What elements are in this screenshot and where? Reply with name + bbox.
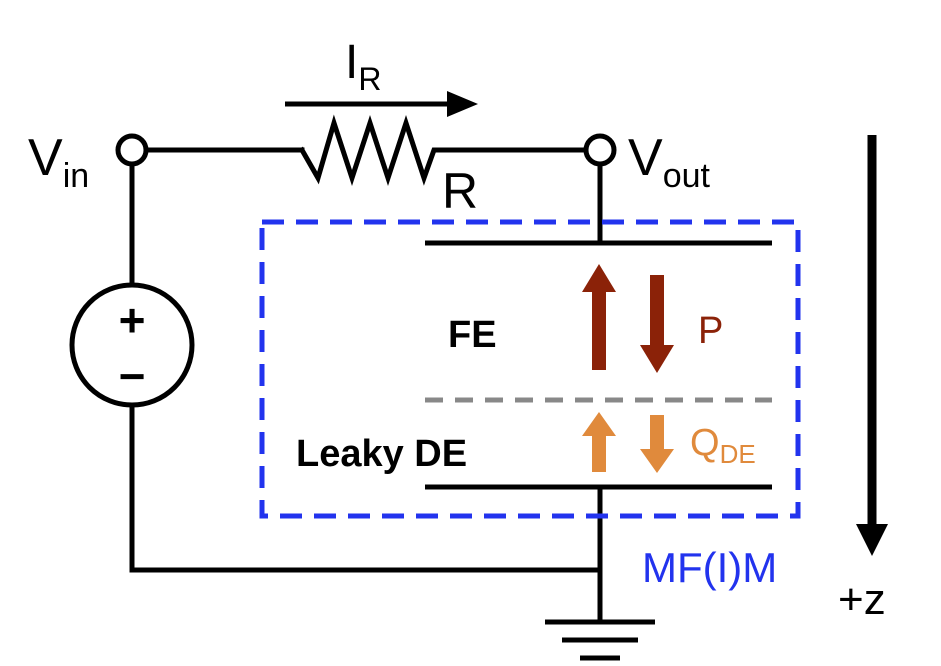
ground-icon bbox=[545, 619, 655, 661]
device-label: MF(I)M bbox=[642, 544, 777, 591]
vout-terminal bbox=[583, 133, 617, 167]
polarization-arrows bbox=[582, 264, 674, 373]
leaky-de-label: Leaky DE bbox=[296, 433, 467, 475]
z-axis-arrow bbox=[856, 135, 888, 556]
charge-down-arrow bbox=[640, 415, 674, 473]
charge-label: QDE bbox=[690, 422, 756, 469]
vin-terminal bbox=[115, 133, 149, 167]
plus-sign: + bbox=[119, 294, 146, 346]
z-axis-label: +z bbox=[838, 575, 886, 624]
charge-up-arrow bbox=[582, 412, 616, 472]
resistor-label: R bbox=[442, 163, 478, 219]
current-arrow bbox=[285, 91, 478, 117]
current-label: IR bbox=[345, 36, 381, 97]
voltage-source bbox=[69, 282, 195, 408]
charge-arrows bbox=[582, 412, 674, 473]
device-box bbox=[259, 219, 801, 519]
vin-label: Vin bbox=[28, 129, 89, 195]
minus-sign: − bbox=[119, 350, 146, 402]
vout-label: Vout bbox=[628, 129, 711, 195]
polarization-down-arrow bbox=[640, 275, 674, 373]
resistor bbox=[298, 114, 443, 187]
wires bbox=[129, 114, 603, 625]
polarization-label: P bbox=[698, 310, 723, 352]
polarization-up-arrow bbox=[582, 264, 616, 370]
fe-label: FE bbox=[448, 314, 497, 356]
